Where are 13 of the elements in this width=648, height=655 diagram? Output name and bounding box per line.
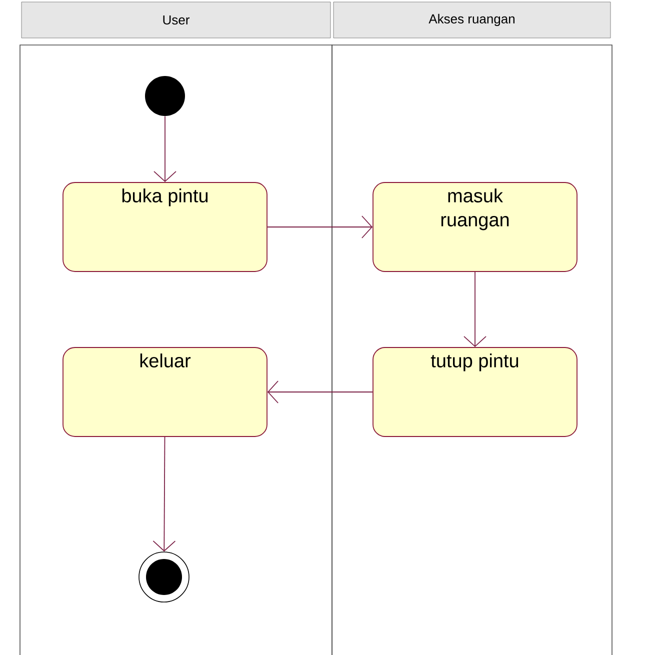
arrow xyxy=(154,116,176,182)
action-box: keluar xyxy=(62,347,268,437)
node-label: User xyxy=(163,15,190,25)
node-label: Akses ruangan xyxy=(428,14,514,26)
action-box: tutup pintu xyxy=(372,347,578,437)
arrow xyxy=(267,216,373,238)
start-node xyxy=(145,76,185,116)
arrow xyxy=(152,436,176,552)
action-box: buka pintu xyxy=(62,182,268,272)
end-node xyxy=(138,552,190,602)
arrow xyxy=(267,380,373,404)
arrow xyxy=(464,272,486,348)
action-box: masuk ruangan xyxy=(372,182,578,272)
